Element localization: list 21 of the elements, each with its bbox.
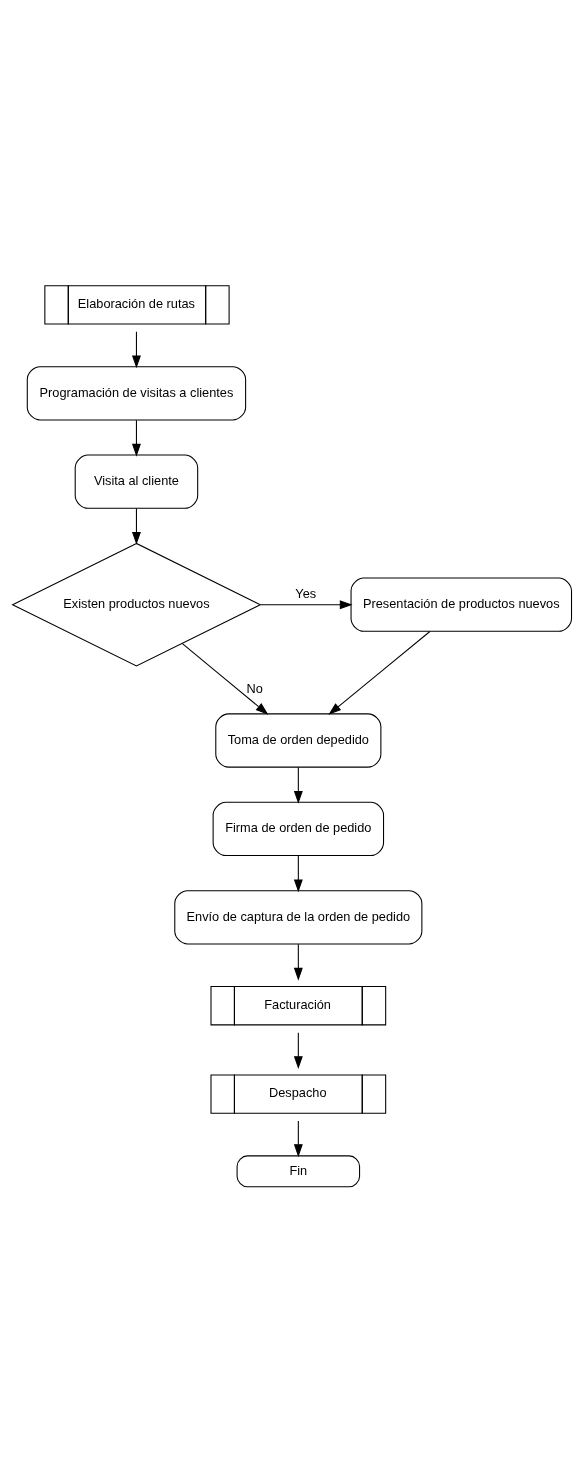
node-box: Fin	[236, 1154, 361, 1187]
node-box: Programación de visitas a clientes	[26, 365, 247, 420]
edge-label: No	[246, 680, 263, 696]
arrow	[328, 630, 431, 715]
arrow	[260, 599, 353, 609]
node-box: Visita al cliente	[74, 454, 199, 509]
node-box: Firma de orden de pedido	[212, 801, 385, 856]
arrow	[293, 766, 303, 804]
arrow	[131, 507, 141, 545]
arrow	[293, 1031, 303, 1069]
node-diamond: Existen productos nuevos	[11, 542, 262, 667]
node-box: Toma de orden depedido	[215, 712, 382, 768]
arrow	[293, 854, 303, 892]
arrow	[131, 419, 141, 457]
arrow	[181, 642, 269, 715]
arrow	[293, 943, 303, 981]
node-box: Envío de captura de la orden de pedido	[174, 889, 423, 944]
arrow	[293, 1119, 303, 1157]
node-box: Presentación de productos nuevos	[350, 577, 573, 632]
arrow	[131, 330, 141, 368]
edge-label: Yes	[295, 585, 317, 601]
